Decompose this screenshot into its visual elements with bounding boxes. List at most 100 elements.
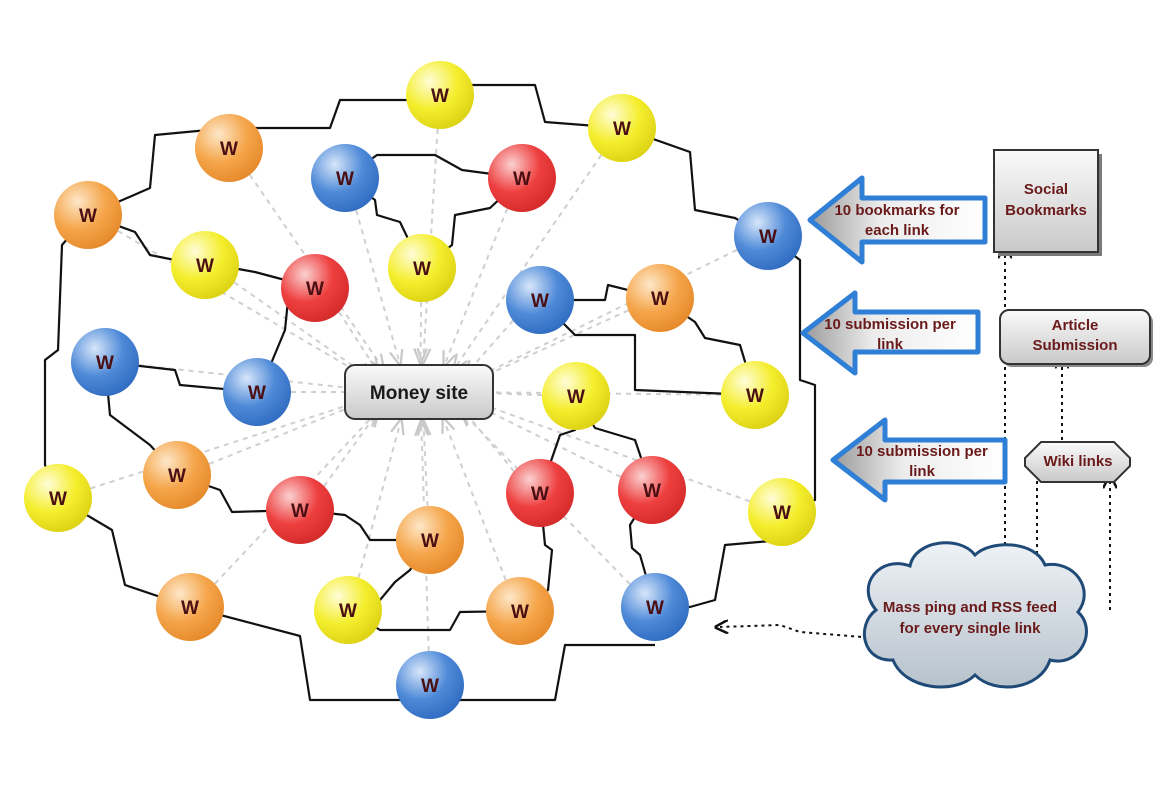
node-red-21[interactable]: W <box>266 476 334 544</box>
node-red-19[interactable]: W <box>506 459 574 527</box>
spoke-line <box>323 416 375 487</box>
node-blue-11[interactable]: W <box>506 266 574 334</box>
spoke-line <box>138 364 357 389</box>
node-label: W <box>96 353 114 374</box>
node-label: W <box>49 489 67 510</box>
node-circle <box>311 144 379 212</box>
spoke-line <box>476 405 622 478</box>
spoke-line <box>477 309 629 379</box>
node-label: W <box>531 291 549 312</box>
node-label: W <box>196 256 214 277</box>
node-circle <box>143 441 211 509</box>
node-yellow-1[interactable]: W <box>406 61 474 129</box>
node-circle <box>223 358 291 426</box>
spoke-line <box>467 414 515 472</box>
arrow-bookmarks-line1: 10 bookmarks for <box>834 202 959 219</box>
spoke-line <box>90 402 360 490</box>
wiki-links-box[interactable]: Wiki links <box>1024 441 1131 483</box>
arrow-wiki: 10 submission per link <box>830 417 1008 503</box>
node-red-5[interactable]: W <box>488 144 556 212</box>
node-yellow-8[interactable]: W <box>171 231 239 299</box>
node-circle <box>314 576 382 644</box>
spoke-line <box>478 403 751 503</box>
arrow-bookmarks-line2: each link <box>865 222 930 239</box>
node-orange-22[interactable]: W <box>396 506 464 574</box>
spoke-line <box>117 230 364 376</box>
mass-ping-cloud[interactable]: Mass ping and RSS feed for every single … <box>862 541 1088 689</box>
node-circle <box>71 328 139 396</box>
node-label: W <box>746 386 764 407</box>
node-label: W <box>339 601 357 622</box>
arrow-articles-line1: 10 submission per <box>824 316 956 333</box>
node-circle <box>721 361 789 429</box>
money-site-label: Money site <box>370 383 468 404</box>
article-submission-box[interactable]: Article Submission <box>999 309 1153 367</box>
spoke-line <box>476 248 738 378</box>
node-label: W <box>613 119 631 140</box>
spoke-line <box>249 174 381 365</box>
node-label: W <box>291 501 309 522</box>
social-bookmarks-line2: Bookmarks <box>1005 202 1087 219</box>
node-circle <box>24 464 92 532</box>
node-yellow-9[interactable]: W <box>388 234 456 302</box>
node-circle <box>388 234 456 302</box>
node-circle <box>266 476 334 544</box>
node-circle <box>506 266 574 334</box>
node-circle <box>396 506 464 574</box>
money-site[interactable]: Money site <box>344 364 494 420</box>
node-blue-4[interactable]: W <box>311 144 379 212</box>
node-circle <box>156 573 224 641</box>
spoke-line <box>355 209 399 360</box>
node-label: W <box>421 531 439 552</box>
node-yellow-16[interactable]: W <box>721 361 789 429</box>
node-label: W <box>773 503 791 524</box>
node-orange-6[interactable]: W <box>54 181 122 249</box>
node-orange-12[interactable]: W <box>626 264 694 332</box>
mass-ping-line2: for every single link <box>900 620 1042 637</box>
node-circle <box>621 573 689 641</box>
social-bookmarks-line1: Social <box>1024 181 1068 198</box>
spokes-to-money-site <box>90 128 751 652</box>
node-yellow-25[interactable]: W <box>314 576 382 644</box>
node-label: W <box>306 279 324 300</box>
node-yellow-23[interactable]: W <box>748 478 816 546</box>
node-red-20[interactable]: W <box>618 456 686 524</box>
node-yellow-18[interactable]: W <box>24 464 92 532</box>
node-label: W <box>643 481 661 502</box>
node-circle <box>195 114 263 182</box>
spoke-line <box>457 154 603 365</box>
node-label: W <box>513 169 531 190</box>
mass-ping-line1: Mass ping and RSS feed <box>883 599 1057 616</box>
node-blue-7[interactable]: W <box>734 202 802 270</box>
node-red-10[interactable]: W <box>281 254 349 322</box>
node-circle <box>618 456 686 524</box>
node-circle <box>406 61 474 129</box>
spoke-line <box>420 301 421 358</box>
node-yellow-15[interactable]: W <box>542 362 610 430</box>
node-label: W <box>531 484 549 505</box>
node-orange-24[interactable]: W <box>156 573 224 641</box>
spoke-line <box>446 208 509 362</box>
node-label: W <box>511 602 529 623</box>
web2-nodes: W W W W W W W W W W W W W W W W W W W W W W W W W W W W <box>24 61 816 719</box>
spoke-line <box>214 415 374 585</box>
node-label: W <box>181 598 199 619</box>
node-circle <box>54 181 122 249</box>
node-orange-3[interactable]: W <box>195 114 263 182</box>
node-label: W <box>431 86 449 107</box>
node-circle <box>486 577 554 645</box>
node-orange-26[interactable]: W <box>486 577 554 645</box>
node-blue-14[interactable]: W <box>223 358 291 426</box>
node-blue-13[interactable]: W <box>71 328 139 396</box>
node-blue-28[interactable]: W <box>396 651 464 719</box>
node-label: W <box>646 598 664 619</box>
spoke-line <box>468 319 514 372</box>
node-label: W <box>248 383 266 404</box>
node-blue-27[interactable]: W <box>621 573 689 641</box>
node-orange-17[interactable]: W <box>143 441 211 509</box>
social-bookmarks-box[interactable]: Social Bookmarks <box>993 149 1102 256</box>
node-label: W <box>336 169 354 190</box>
node-label: W <box>651 289 669 310</box>
arrow-wiki-line2: link <box>909 463 935 480</box>
node-yellow-2[interactable]: W <box>588 94 656 162</box>
